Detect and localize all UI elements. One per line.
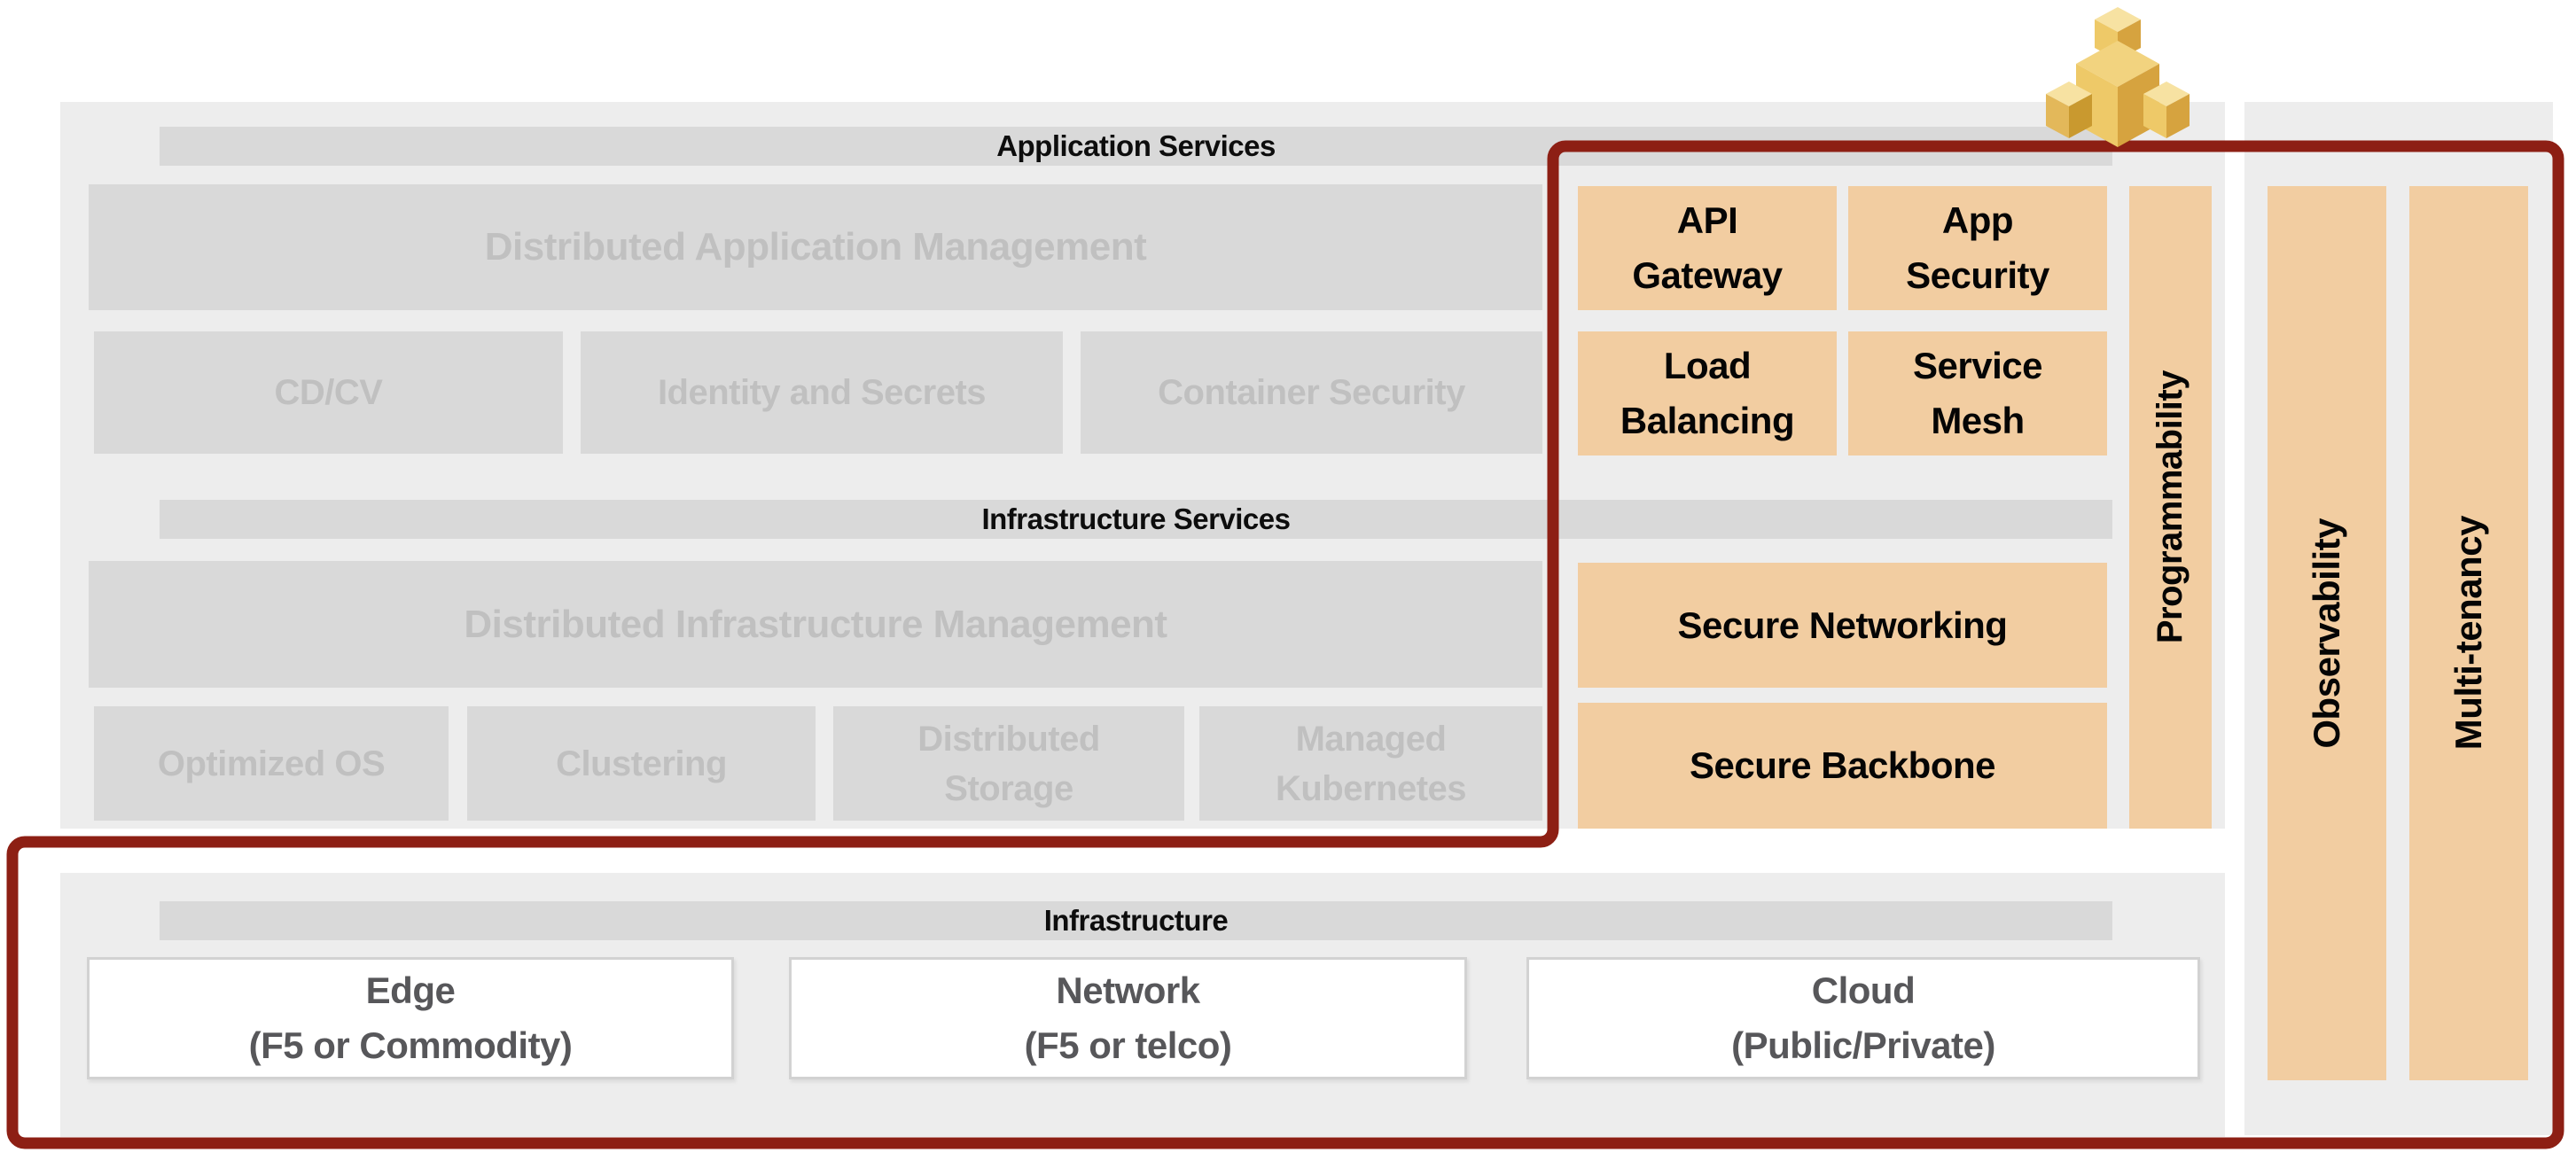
box-optimized-os: Optimized OS: [94, 706, 449, 821]
box-container-security: Container Security: [1081, 331, 1542, 454]
box-identity-and-secrets: Identity and Secrets: [581, 331, 1063, 454]
cubes-logo-icon: [2046, 7, 2190, 147]
box-app-security: App Security: [1848, 186, 2107, 310]
bar-observability: Observability: [2268, 186, 2386, 1080]
box-network: Network (F5 or telco): [789, 957, 1467, 1079]
box-cd-cv: CD/CV: [94, 331, 563, 454]
box-managed-kubernetes: Managed Kubernetes: [1199, 706, 1542, 821]
infrastructure-services-label: Infrastructure Services: [981, 502, 1291, 535]
box-edge: Edge (F5 or Commodity): [87, 957, 734, 1079]
box-service-mesh: Service Mesh: [1848, 331, 2107, 456]
application-services-label: Application Services: [996, 129, 1276, 162]
bar-programmability: Programmability: [2129, 186, 2212, 829]
box-distributed-infrastructure-management: Distributed Infrastructure Management: [89, 561, 1542, 688]
box-distributed-application-management: Distributed Application Management: [89, 184, 1542, 310]
box-distributed-storage: Distributed Storage: [833, 706, 1184, 821]
box-cloud: Cloud (Public/Private): [1526, 957, 2200, 1079]
infrastructure-label: Infrastructure: [1043, 904, 1229, 937]
infrastructure-header: Infrastructure: [160, 901, 2112, 940]
box-load-balancing: Load Balancing: [1578, 331, 1837, 456]
box-secure-backbone: Secure Backbone: [1578, 703, 2107, 829]
infrastructure-services-header: Infrastructure Services: [160, 500, 2112, 539]
application-services-header: Application Services: [160, 127, 2112, 166]
box-secure-networking: Secure Networking: [1578, 563, 2107, 688]
bar-multi-tenancy: Multi-tenancy: [2409, 186, 2528, 1080]
box-api-gateway: API Gateway: [1578, 186, 1837, 310]
box-clustering: Clustering: [467, 706, 816, 821]
